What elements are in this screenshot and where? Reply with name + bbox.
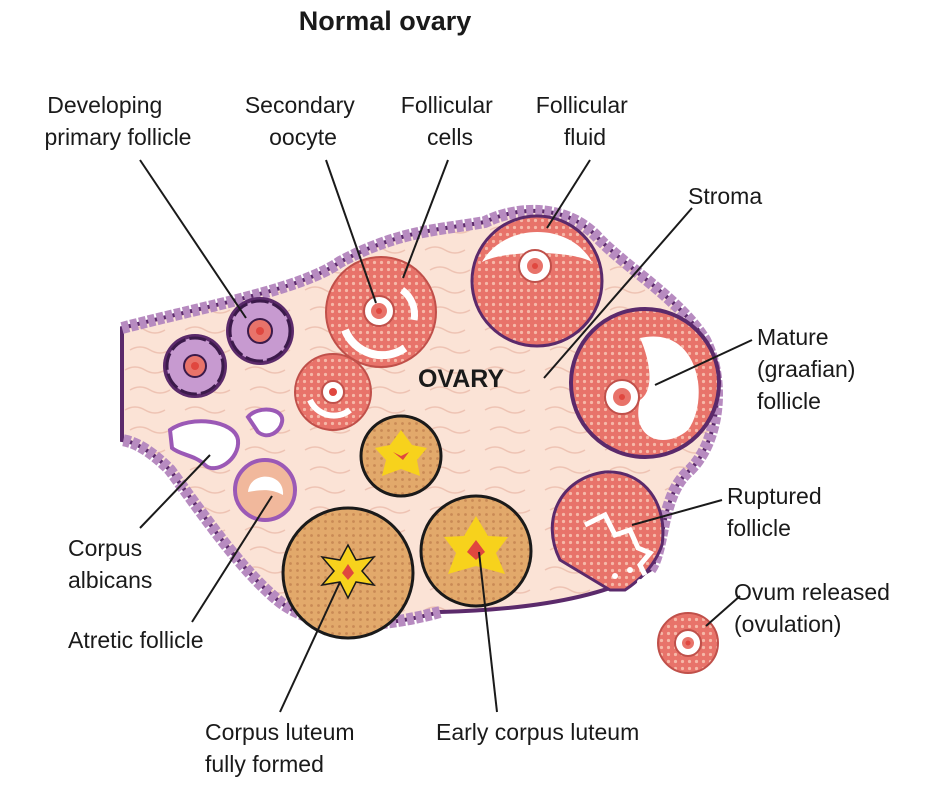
atretic-follicle xyxy=(235,460,295,520)
label-stroma: Stroma xyxy=(688,183,762,209)
label-developing-primary-follicle: Developing primary follicle xyxy=(45,92,192,150)
early-corpus-luteum xyxy=(421,496,531,606)
label-atretic-follicle: Atretic follicle xyxy=(68,627,203,653)
corpus-luteum-fully-formed xyxy=(283,508,413,638)
label-follicular-fluid: Follicular fluid xyxy=(536,92,634,150)
label-corpus-albicans: Corpus albicans xyxy=(68,535,152,593)
secondary-follicle xyxy=(326,257,436,367)
mature-follicle xyxy=(571,309,719,457)
leader-developing-primary-follicle xyxy=(140,160,246,318)
primary-follicle-2 xyxy=(163,334,227,398)
ovary-label: OVARY xyxy=(418,365,504,393)
label-mature-follicle: Mature (graafian) follicle xyxy=(757,324,862,414)
label-secondary-oocyte: Secondary oocyte xyxy=(245,92,361,150)
label-ovum-released: Ovum released (ovulation) xyxy=(734,579,896,637)
ovum-released xyxy=(658,613,718,673)
label-corpus-luteum-fully-formed: Corpus luteum fully formed xyxy=(205,719,361,777)
developing-primary-follicle xyxy=(226,297,294,365)
label-ruptured-follicle: Ruptured follicle xyxy=(727,483,828,541)
antral-follicle xyxy=(472,216,602,346)
early-corpus-luteum-small xyxy=(361,416,441,496)
label-early-corpus-luteum: Early corpus luteum xyxy=(436,719,639,745)
small-secondary-follicle xyxy=(295,354,371,430)
diagram-title: Normal ovary xyxy=(299,6,472,36)
label-follicular-cells: Follicular cells xyxy=(401,92,499,150)
